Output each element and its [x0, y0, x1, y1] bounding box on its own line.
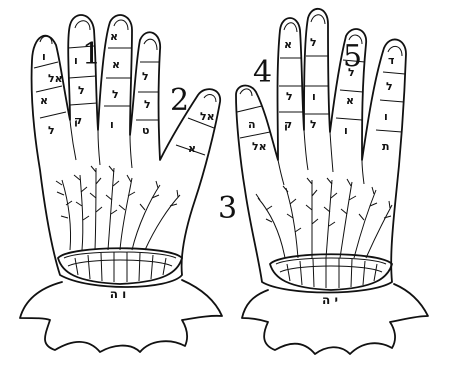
- right-hand-crown: [270, 254, 392, 290]
- right-middle-letter-1: ל: [310, 36, 317, 49]
- left-pinky-letter-3: א: [40, 94, 48, 107]
- right-index-letter-2: ל: [286, 90, 293, 103]
- right-middle-letter-2: ו: [312, 90, 316, 103]
- right-palm-label: י ה: [322, 293, 338, 307]
- right-index-letter-1: א: [284, 38, 292, 51]
- right-index-letter-3: ק: [284, 118, 292, 131]
- left-middle-letter-3: ל: [112, 88, 119, 101]
- number-1: 1: [82, 37, 101, 72]
- left-middle-letter-2: א: [112, 58, 120, 71]
- right-pinky-letter-1: ד: [388, 54, 394, 67]
- number-2: 2: [170, 83, 189, 118]
- right-pinky-letter-4: ת: [382, 140, 390, 153]
- right-middle-letter-3: ל: [310, 118, 317, 131]
- left-middle-letter-4: ו: [110, 118, 114, 131]
- left-ring-letter-1: ו: [74, 54, 78, 67]
- left-index-letter-3: ט: [142, 124, 149, 137]
- right-pinky-letter-3: ו: [384, 110, 388, 123]
- left-hand-plant: [56, 166, 180, 250]
- left-index-letter-2: ל: [144, 98, 151, 111]
- left-index-letter-1: ל: [142, 70, 149, 83]
- left-pinky-letter-2: אל: [48, 72, 63, 85]
- right-pinky-letter-2: ל: [386, 80, 393, 93]
- right-thumb-letter-1: ה: [248, 118, 256, 131]
- left-hand: ו ה ו אל א ל ו ל ק א א ל ו ל ל ט אל א: [20, 15, 222, 352]
- left-thumb-letter-2: א: [188, 142, 196, 155]
- left-middle-letter-1: א: [110, 30, 118, 43]
- number-5: 5: [343, 39, 362, 74]
- number-3: 3: [218, 191, 237, 226]
- left-ring-letter-3: ק: [74, 114, 82, 127]
- left-hand-crown: [58, 248, 182, 284]
- left-thumb-letter-1: אל: [200, 110, 215, 123]
- right-thumb-letter-2: אל: [252, 140, 267, 153]
- left-pinky-letter-1: ו: [42, 50, 46, 63]
- left-palm-label: ו ה: [110, 287, 127, 301]
- left-pinky-letter-4: ל: [48, 124, 55, 137]
- right-ring-letter-3: ו: [344, 124, 348, 137]
- right-hand-plant: [256, 178, 392, 258]
- left-ring-letter-2: ל: [78, 84, 85, 97]
- right-ring-letter-2: א: [346, 94, 354, 107]
- number-4: 4: [253, 55, 272, 90]
